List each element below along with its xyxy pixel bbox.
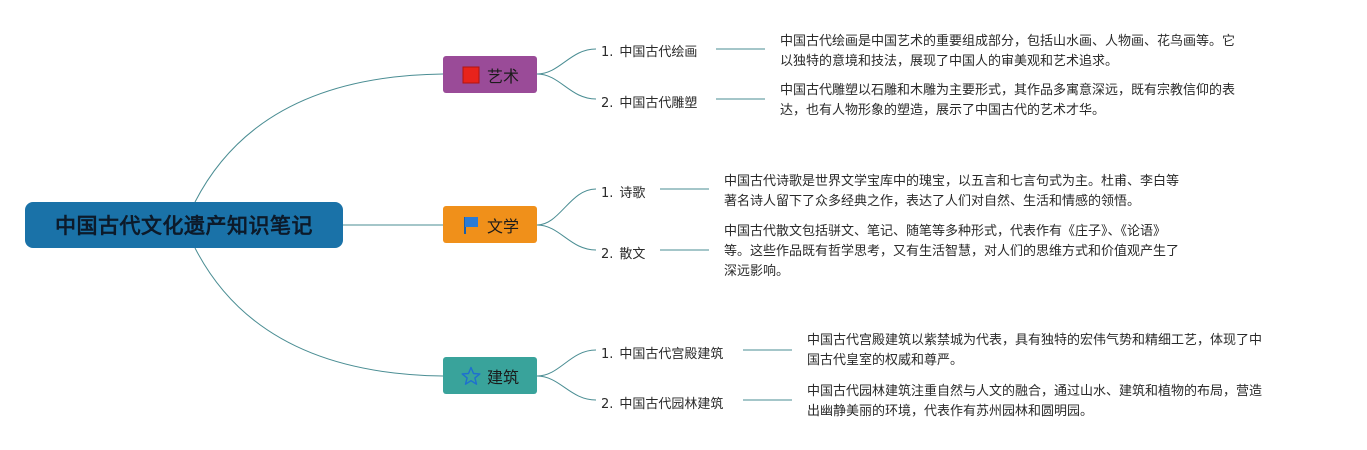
subtopic-title: 诗歌 [619, 186, 646, 201]
link-art-2 [536, 73, 597, 100]
note-line: 中国古代散文包括骈文、笔记、随笔等多种形式，代表作有《庄子》、《论语》 [724, 224, 1167, 239]
note-line: 国古代皇室的权威和尊严。 [807, 353, 964, 368]
subtopic-number: 2. [601, 96, 614, 111]
link-root-architecture [194, 247, 444, 377]
root-topic[interactable]: 中国古代文化遗产知识笔记 [25, 202, 343, 248]
subtopic-art-sculpture[interactable]: 2. 中国古代雕塑 [601, 92, 697, 111]
subtopic-architecture-palace[interactable]: 1. 中国古代宫殿建筑 [601, 343, 723, 362]
branch-literature-label: 文学 [486, 216, 519, 236]
subtopic-number: 1. [601, 45, 614, 60]
subtopic-number: 2. [601, 397, 614, 412]
subtopic-art-painting[interactable]: 1. 中国古代绘画 [601, 41, 697, 60]
blue-star-icon [461, 366, 481, 386]
note-architecture-garden: 中国古代园林建筑注重自然与人文的融合，通过山水、建筑和植物的布局，营造 出幽静美… [807, 382, 1262, 422]
subtopic-literature-poetry[interactable]: 1. 诗歌 [601, 182, 645, 201]
branch-architecture-label: 建筑 [486, 367, 519, 387]
subtopic-title: 中国古代宫殿建筑 [619, 347, 724, 362]
branch-art[interactable]: 艺术 [443, 56, 537, 93]
note-line: 著名诗人留下了众多经典之作，表达了人们对自然、生活和情感的领悟。 [724, 194, 1141, 209]
note-literature-prose: 中国古代散文包括骈文、笔记、随笔等多种形式，代表作有《庄子》、《论语》 等。这些… [724, 222, 1179, 282]
note-line: 中国古代雕塑以石雕和木雕为主要形式，其作品多寓意深远，既有宗教信仰的表 [780, 83, 1236, 98]
link-literature-2 [536, 224, 597, 251]
subtopic-number: 1. [601, 186, 614, 201]
note-line: 达，也有人物形象的塑造，展示了中国古代的艺术才华。 [780, 103, 1106, 118]
note-line: 中国古代绘画是中国艺术的重要组成部分，包括山水画、人物画、花鸟画等。它 [780, 34, 1236, 49]
subtopic-number: 1. [601, 347, 614, 362]
note-line: 中国古代宫殿建筑以紫禁城为代表，具有独特的宏伟气势和精细工艺，体现了中 [807, 333, 1263, 348]
subtopic-title: 中国古代雕塑 [619, 96, 698, 111]
note-art-sculpture: 中国古代雕塑以石雕和木雕为主要形式，其作品多寓意深远，既有宗教信仰的表 达，也有… [780, 81, 1235, 121]
note-literature-poetry: 中国古代诗歌是世界文学宝库中的瑰宝，以五言和七言句式为主。杜甫、李白等 著名诗人… [724, 172, 1179, 212]
link-root-art [194, 73, 444, 203]
note-architecture-palace: 中国古代宫殿建筑以紫禁城为代表，具有独特的宏伟气势和精细工艺，体现了中 国古代皇… [807, 331, 1262, 371]
root-title: 中国古代文化遗产知识笔记 [55, 214, 313, 238]
branch-literature[interactable]: 文学 [443, 206, 537, 243]
subtopic-title: 中国古代园林建筑 [619, 397, 724, 412]
link-literature-1 [536, 188, 597, 226]
subtopic-literature-prose[interactable]: 2. 散文 [601, 243, 645, 262]
subtopic-title: 散文 [619, 247, 646, 262]
blue-flag-icon [461, 215, 481, 235]
note-line: 以独特的意境和技法，展现了中国人的审美观和艺术追求。 [780, 54, 1119, 69]
branch-architecture[interactable]: 建筑 [443, 357, 537, 394]
subtopic-number: 2. [601, 247, 614, 262]
note-line: 中国古代园林建筑注重自然与人文的融合，通过山水、建筑和植物的布局，营造 [807, 384, 1263, 399]
note-line: 等。这些作品既有哲学思考，又有生活智慧，对人们的思维方式和价值观产生了 [724, 244, 1180, 259]
subtopic-title: 中国古代绘画 [619, 45, 698, 60]
note-art-painting: 中国古代绘画是中国艺术的重要组成部分，包括山水画、人物画、花鸟画等。它 以独特的… [780, 32, 1235, 72]
link-architecture-2 [536, 375, 597, 401]
note-line: 中国古代诗歌是世界文学宝库中的瑰宝，以五言和七言句式为主。杜甫、李白等 [724, 174, 1180, 189]
branch-art-label: 艺术 [486, 66, 519, 86]
note-line: 出幽静美丽的环境，代表作有苏州园林和圆明园。 [807, 404, 1094, 419]
link-art-1 [536, 48, 597, 75]
link-architecture-1 [536, 349, 597, 377]
note-line: 深远影响。 [724, 264, 790, 279]
red-square-icon [461, 65, 481, 85]
subtopic-architecture-garden[interactable]: 2. 中国古代园林建筑 [601, 393, 723, 412]
